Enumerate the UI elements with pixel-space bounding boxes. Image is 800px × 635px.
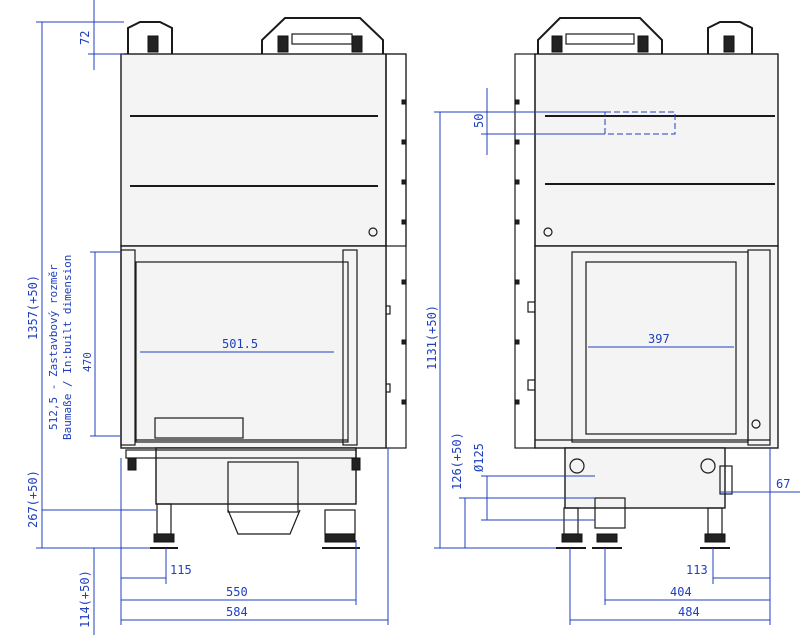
- dim-484-label: 484: [678, 605, 700, 619]
- dim-baumasse-label: Baumaße / In:built dimension: [61, 255, 74, 440]
- left-upper-casing: [120, 53, 387, 247]
- dim-67-label: 67: [776, 477, 790, 491]
- dim-267-label: 267(+50): [26, 470, 40, 528]
- dim-397-label: 397: [648, 332, 670, 346]
- right-upper-casing: [534, 53, 779, 247]
- dim-114-label: 114(+50): [78, 570, 92, 628]
- dim-584-label: 584: [226, 605, 248, 619]
- right-dimensions: 50 1131(+50) 126(+50) Ø125 67 113 404 48…: [425, 88, 800, 625]
- left-foot-left: [150, 503, 178, 549]
- dim-5015-label: 501.5: [222, 337, 258, 351]
- left-view: [120, 17, 407, 549]
- dim-1131-label: 1131(+50): [425, 305, 439, 370]
- dim-115-label: 115: [170, 563, 192, 577]
- right-foot-left: [556, 507, 586, 549]
- dim-72-label: 72: [78, 31, 92, 45]
- dim-404-label: 404: [670, 585, 692, 599]
- left-dimensions: 72 1357(+50) 470 512,5 - Zastavbový rozm…: [26, 0, 389, 635]
- dim-550-label: 550: [226, 585, 248, 599]
- dim-470-label: 470: [81, 352, 94, 372]
- right-top-handle-right: [707, 21, 753, 54]
- left-top-handle-right: [261, 17, 384, 54]
- dim-50-label: 50: [472, 114, 486, 128]
- right-foot-mid: [592, 533, 622, 549]
- left-top-handle-left: [127, 21, 173, 54]
- right-top-handle-left: [537, 17, 663, 54]
- dim-1357-label: 1357(+50): [26, 275, 40, 340]
- dim-125-label: Ø125: [472, 443, 486, 472]
- left-base: [155, 447, 357, 505]
- right-view: [514, 17, 779, 549]
- left-firebox-frame: [120, 245, 387, 449]
- left-foot-right: [322, 509, 360, 549]
- right-foot-right: [700, 507, 730, 549]
- right-base: [564, 447, 726, 509]
- dim-5125-label: 512,5 - Zastavbový rozměr: [47, 264, 60, 430]
- dim-126-label: 126(+50): [450, 432, 464, 490]
- dim-113-label: 113: [686, 563, 708, 577]
